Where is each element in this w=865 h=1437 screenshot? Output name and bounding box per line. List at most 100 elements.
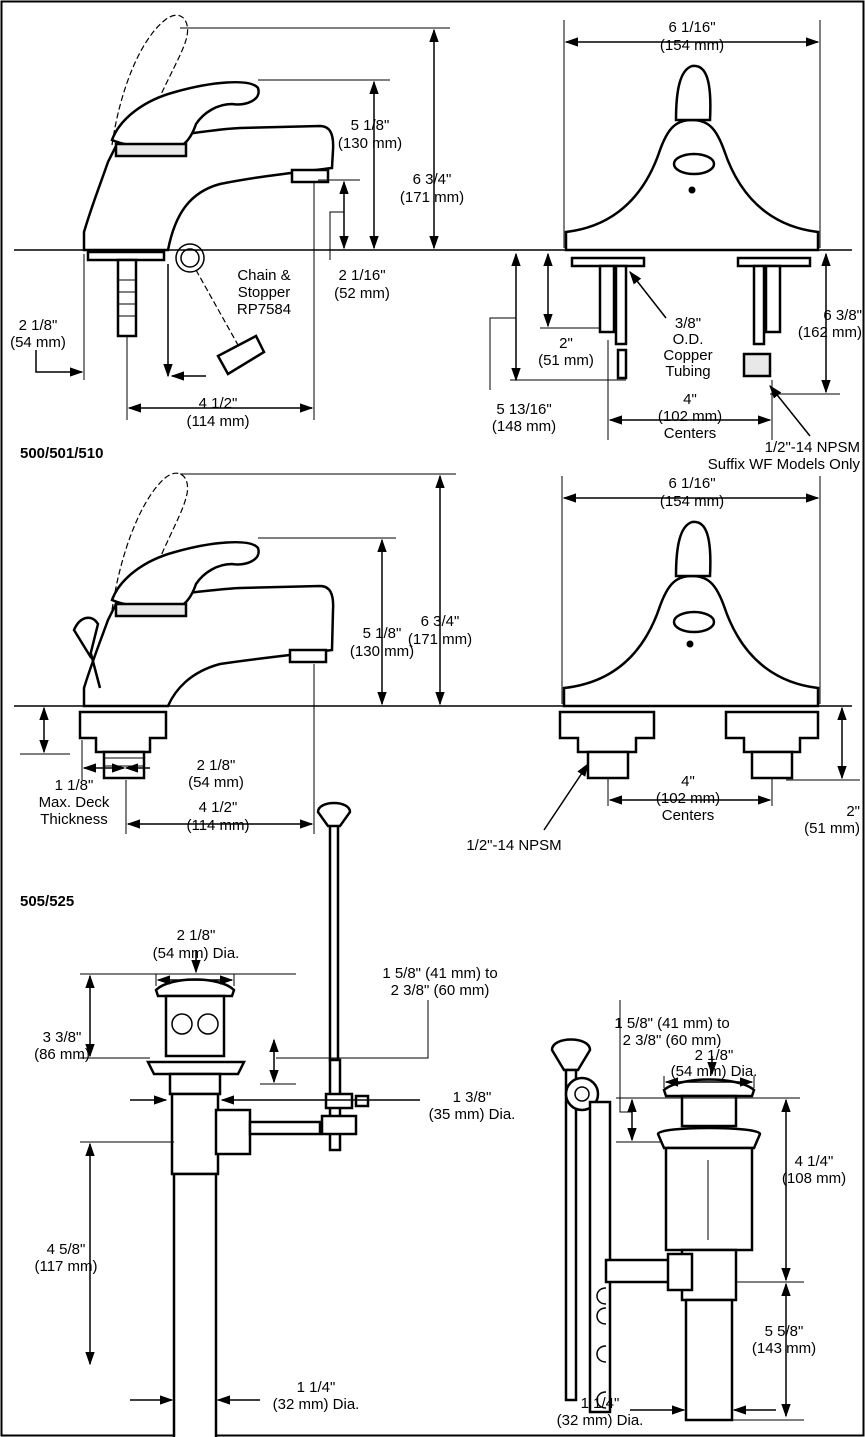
text-height-total-in: 6 3/4"	[413, 171, 452, 188]
right-tubing	[752, 264, 766, 346]
text-wf-1: 1/2"-14 NPSM	[765, 439, 860, 456]
text-tubing-3: Copper	[663, 347, 712, 364]
right-mount-nut	[724, 710, 820, 754]
svg-text:3 3/8"(86 mm): 3 3/8"(86 mm)	[34, 1029, 90, 1063]
svg-text:2 1/8"(54 mm): 2 1/8"(54 mm)	[10, 317, 66, 351]
mount-shank	[102, 750, 146, 780]
text-reach-mm: (114 mm)	[186, 413, 249, 430]
aerator	[290, 168, 330, 184]
text-tubing-2: O.D.	[673, 331, 704, 348]
text-reach-2-in: 4 1/2"	[199, 799, 238, 816]
text-height-spout-2-in: 5 1/8"	[363, 625, 402, 642]
text-dr-body-mm: (108 mm)	[782, 1170, 846, 1187]
text-dr-tail-in: 5 5/8"	[765, 1323, 804, 1340]
section-500-front-view: 6 1/16"(154 mm) 2"(51 mm) 3/8"O.D.Copper…	[489, 19, 862, 473]
text-dr-flange-mm: (54 mm) Dia.	[671, 1063, 758, 1080]
text-dl-flange-in: 2 1/8"	[177, 927, 216, 944]
text-wf-2: Suffix WF Models Only	[708, 456, 861, 473]
text-shank-in: 2"	[559, 335, 573, 352]
dim-line-shank-offset	[35, 350, 84, 377]
text-dr-flange-in: 2 1/8"	[695, 1047, 734, 1064]
text-reach-in: 4 1/2"	[199, 395, 238, 412]
text-supply-in: 5 13/16"	[496, 401, 551, 418]
svg-text:2 1/8"(54 mm) Dia.: 2 1/8"(54 mm) Dia.	[153, 927, 240, 962]
text-deck-1: 1 1/8"	[55, 777, 94, 794]
text-dl-tail-in: 4 5/8"	[47, 1241, 86, 1258]
text-dl-lift-2: 2 3/8" (60 mm)	[391, 982, 490, 999]
drain-left-nut	[168, 1072, 222, 1096]
text-centers-label: Centers	[664, 425, 717, 442]
text-width-2-mm: (154 mm)	[660, 493, 724, 510]
section-505-side-view: 6 3/4"(171 mm) 5 1/8"(130 mm) 2 1/8"(54 …	[14, 472, 852, 834]
drain-right-body	[664, 1146, 754, 1252]
svg-text:5 1/8"(130 mm): 5 1/8"(130 mm)	[338, 117, 402, 152]
model-label-500: 500/501/510	[20, 445, 103, 462]
text-dl-height-mm: (86 mm)	[34, 1046, 90, 1063]
svg-text:2 1/16"(52 mm): 2 1/16"(52 mm)	[334, 267, 390, 302]
text-shank-offset-2-mm: (54 mm)	[188, 774, 244, 791]
svg-text:6 1/16"(154 mm): 6 1/16"(154 mm)	[660, 475, 724, 510]
raised-handle-outline	[111, 14, 189, 146]
svg-text:4 1/2"(114 mm): 4 1/2"(114 mm)	[186, 395, 249, 430]
text-dl-height-in: 3 3/8"	[43, 1029, 82, 1046]
text-tubing-4: Tubing	[665, 363, 710, 380]
text-stopper-2: Stopper	[238, 284, 291, 301]
right-mount-shank	[750, 750, 794, 780]
drain-left-tailpiece	[172, 1172, 218, 1437]
svg-text:5 5/8"(143 mm): 5 5/8"(143 mm)	[752, 1323, 816, 1357]
text-shank-offset-2-in: 2 1/8"	[197, 757, 236, 774]
text-deck-3: Thickness	[40, 811, 108, 828]
shank	[116, 258, 138, 338]
text-dr-lift-2: 2 3/8" (60 mm)	[623, 1032, 722, 1049]
text-shank-offset-in: 2 1/8"	[19, 317, 58, 334]
text-width-in: 6 1/16"	[668, 19, 715, 36]
left-mount-nut	[558, 710, 656, 754]
text-dl-tail-mm: (117 mm)	[34, 1258, 97, 1275]
text-centers-2-in: 4"	[681, 773, 695, 790]
text-shank-mm: (51 mm)	[538, 352, 594, 369]
text-centers-2-label: Centers	[662, 807, 715, 824]
svg-text:6 1/16"(154 mm): 6 1/16"(154 mm)	[660, 19, 724, 54]
text-width-2-in: 6 1/16"	[668, 475, 715, 492]
text-aerator-mm: (52 mm)	[334, 285, 390, 302]
text-npsm: 1/2"-14 NPSM	[466, 837, 561, 854]
svg-text:4 5/8"(117 mm): 4 5/8"(117 mm)	[34, 1241, 97, 1275]
drain-left-lift-rod	[328, 818, 340, 1062]
text-shank-2-in: 2"	[846, 803, 860, 820]
svg-text:4"(102 mm)Centers: 4"(102 mm)Centers	[656, 773, 720, 824]
text-right-mm: (162 mm)	[798, 324, 862, 341]
text-height-total-mm: (171 mm)	[400, 189, 464, 206]
svg-text:5 1/8"(130 mm): 5 1/8"(130 mm)	[350, 625, 414, 660]
drain-right-strap	[588, 1100, 612, 1414]
spout-opening	[672, 152, 716, 176]
drain-right-pivot-nut	[666, 1252, 694, 1292]
svg-text:2 1/8"(54 mm): 2 1/8"(54 mm)	[188, 757, 244, 791]
text-dl-taildia-mm: (32 mm) Dia.	[273, 1396, 360, 1413]
drain-left-pivot-rod	[248, 1120, 322, 1136]
svg-text:1 3/8"(35 mm) Dia.: 1 3/8"(35 mm) Dia.	[429, 1089, 516, 1123]
drain-right-flange	[680, 1094, 738, 1128]
drain-left-flange	[145, 1060, 247, 1076]
drain-right-strap-holes	[596, 1287, 607, 1409]
svg-text:4 1/4"(108 mm): 4 1/4"(108 mm)	[782, 1153, 846, 1187]
svg-text:6 3/4"(171 mm): 6 3/4"(171 mm)	[408, 613, 472, 648]
faucet-front-body	[564, 118, 820, 252]
text-dl-flange-mm: (54 mm) Dia.	[153, 945, 240, 962]
left-tubing	[614, 264, 628, 346]
text-height-spout-2-mm: (130 mm)	[350, 643, 414, 660]
text-shank-2-mm: (51 mm)	[804, 820, 860, 837]
text-dr-taildia-mm: (32 mm) Dia.	[557, 1412, 644, 1429]
drain-left-cap	[154, 978, 236, 998]
drain-right-pivot-rod	[604, 1258, 678, 1284]
svg-text:4"(102 mm)Centers: 4"(102 mm)Centers	[658, 391, 722, 442]
faucet-front-handle	[674, 64, 712, 122]
text-dr-taildia-in: 1 1/4"	[581, 1395, 620, 1412]
text-aerator-in: 2 1/16"	[338, 267, 385, 284]
drain-right-tailpiece	[684, 1298, 734, 1422]
drain-right-lift-rod	[564, 1068, 578, 1402]
